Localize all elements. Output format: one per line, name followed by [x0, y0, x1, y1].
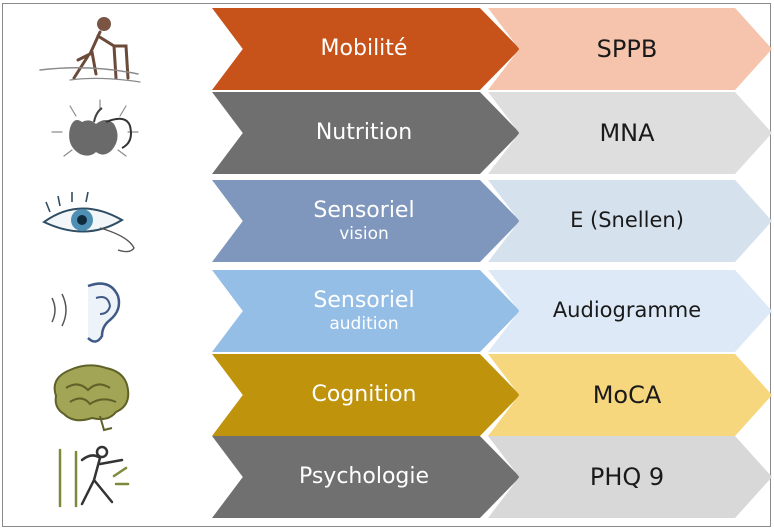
- test-arrow-mna: MNA: [488, 92, 772, 174]
- ear-icon: [51, 282, 121, 343]
- brain-icon: [53, 364, 130, 432]
- walker-icon: [39, 17, 141, 83]
- category-label: Cognition: [311, 381, 417, 407]
- row-cognition: Cognition MoCA: [0, 354, 774, 436]
- apple-icon: [51, 99, 139, 157]
- test-label: E (Snellen): [570, 208, 684, 233]
- row-nutrition: Nutrition MNA: [0, 92, 774, 174]
- row-mobilite: Mobilité SPPB: [0, 8, 774, 90]
- category-arrow-sensoriel-audition: Sensoriel audition: [212, 270, 520, 352]
- category-arrow-psychologie: Psychologie: [212, 436, 520, 518]
- category-arrow-cognition: Cognition: [212, 354, 520, 436]
- test-arrow-audiogramme: Audiogramme: [488, 270, 772, 352]
- eye-icon: [42, 191, 135, 253]
- category-sublabel: audition: [329, 313, 399, 334]
- category-arrow-sensoriel-vision: Sensoriel vision: [212, 180, 520, 262]
- test-arrow-phq9: PHQ 9: [488, 436, 772, 518]
- category-sublabel: vision: [339, 223, 389, 244]
- category-label: Mobilité: [320, 35, 408, 61]
- row-sensoriel-vision: Sensoriel vision E (Snellen): [0, 180, 774, 262]
- category-label: Nutrition: [315, 119, 413, 145]
- category-label: Sensoriel: [313, 287, 415, 313]
- category-label: Psychologie: [298, 463, 430, 489]
- category-arrow-nutrition: Nutrition: [212, 92, 520, 174]
- test-arrow-sppb: SPPB: [488, 8, 772, 90]
- row-sensoriel-audition: Sensoriel audition Audiogramme: [0, 270, 774, 352]
- row-psychologie: Psychologie PHQ 9: [0, 436, 774, 518]
- test-label: PHQ 9: [589, 462, 665, 491]
- test-arrow-snellen: E (Snellen): [488, 180, 772, 262]
- test-label: MoCA: [592, 380, 662, 409]
- category-arrow-mobilite: Mobilité: [212, 8, 520, 90]
- figure-icon: [58, 445, 130, 508]
- test-arrow-moca: MoCA: [488, 354, 772, 436]
- test-label: Audiogramme: [552, 298, 702, 323]
- test-label: SPPB: [596, 34, 658, 63]
- test-label: MNA: [599, 118, 655, 147]
- category-label: Sensoriel: [313, 197, 415, 223]
